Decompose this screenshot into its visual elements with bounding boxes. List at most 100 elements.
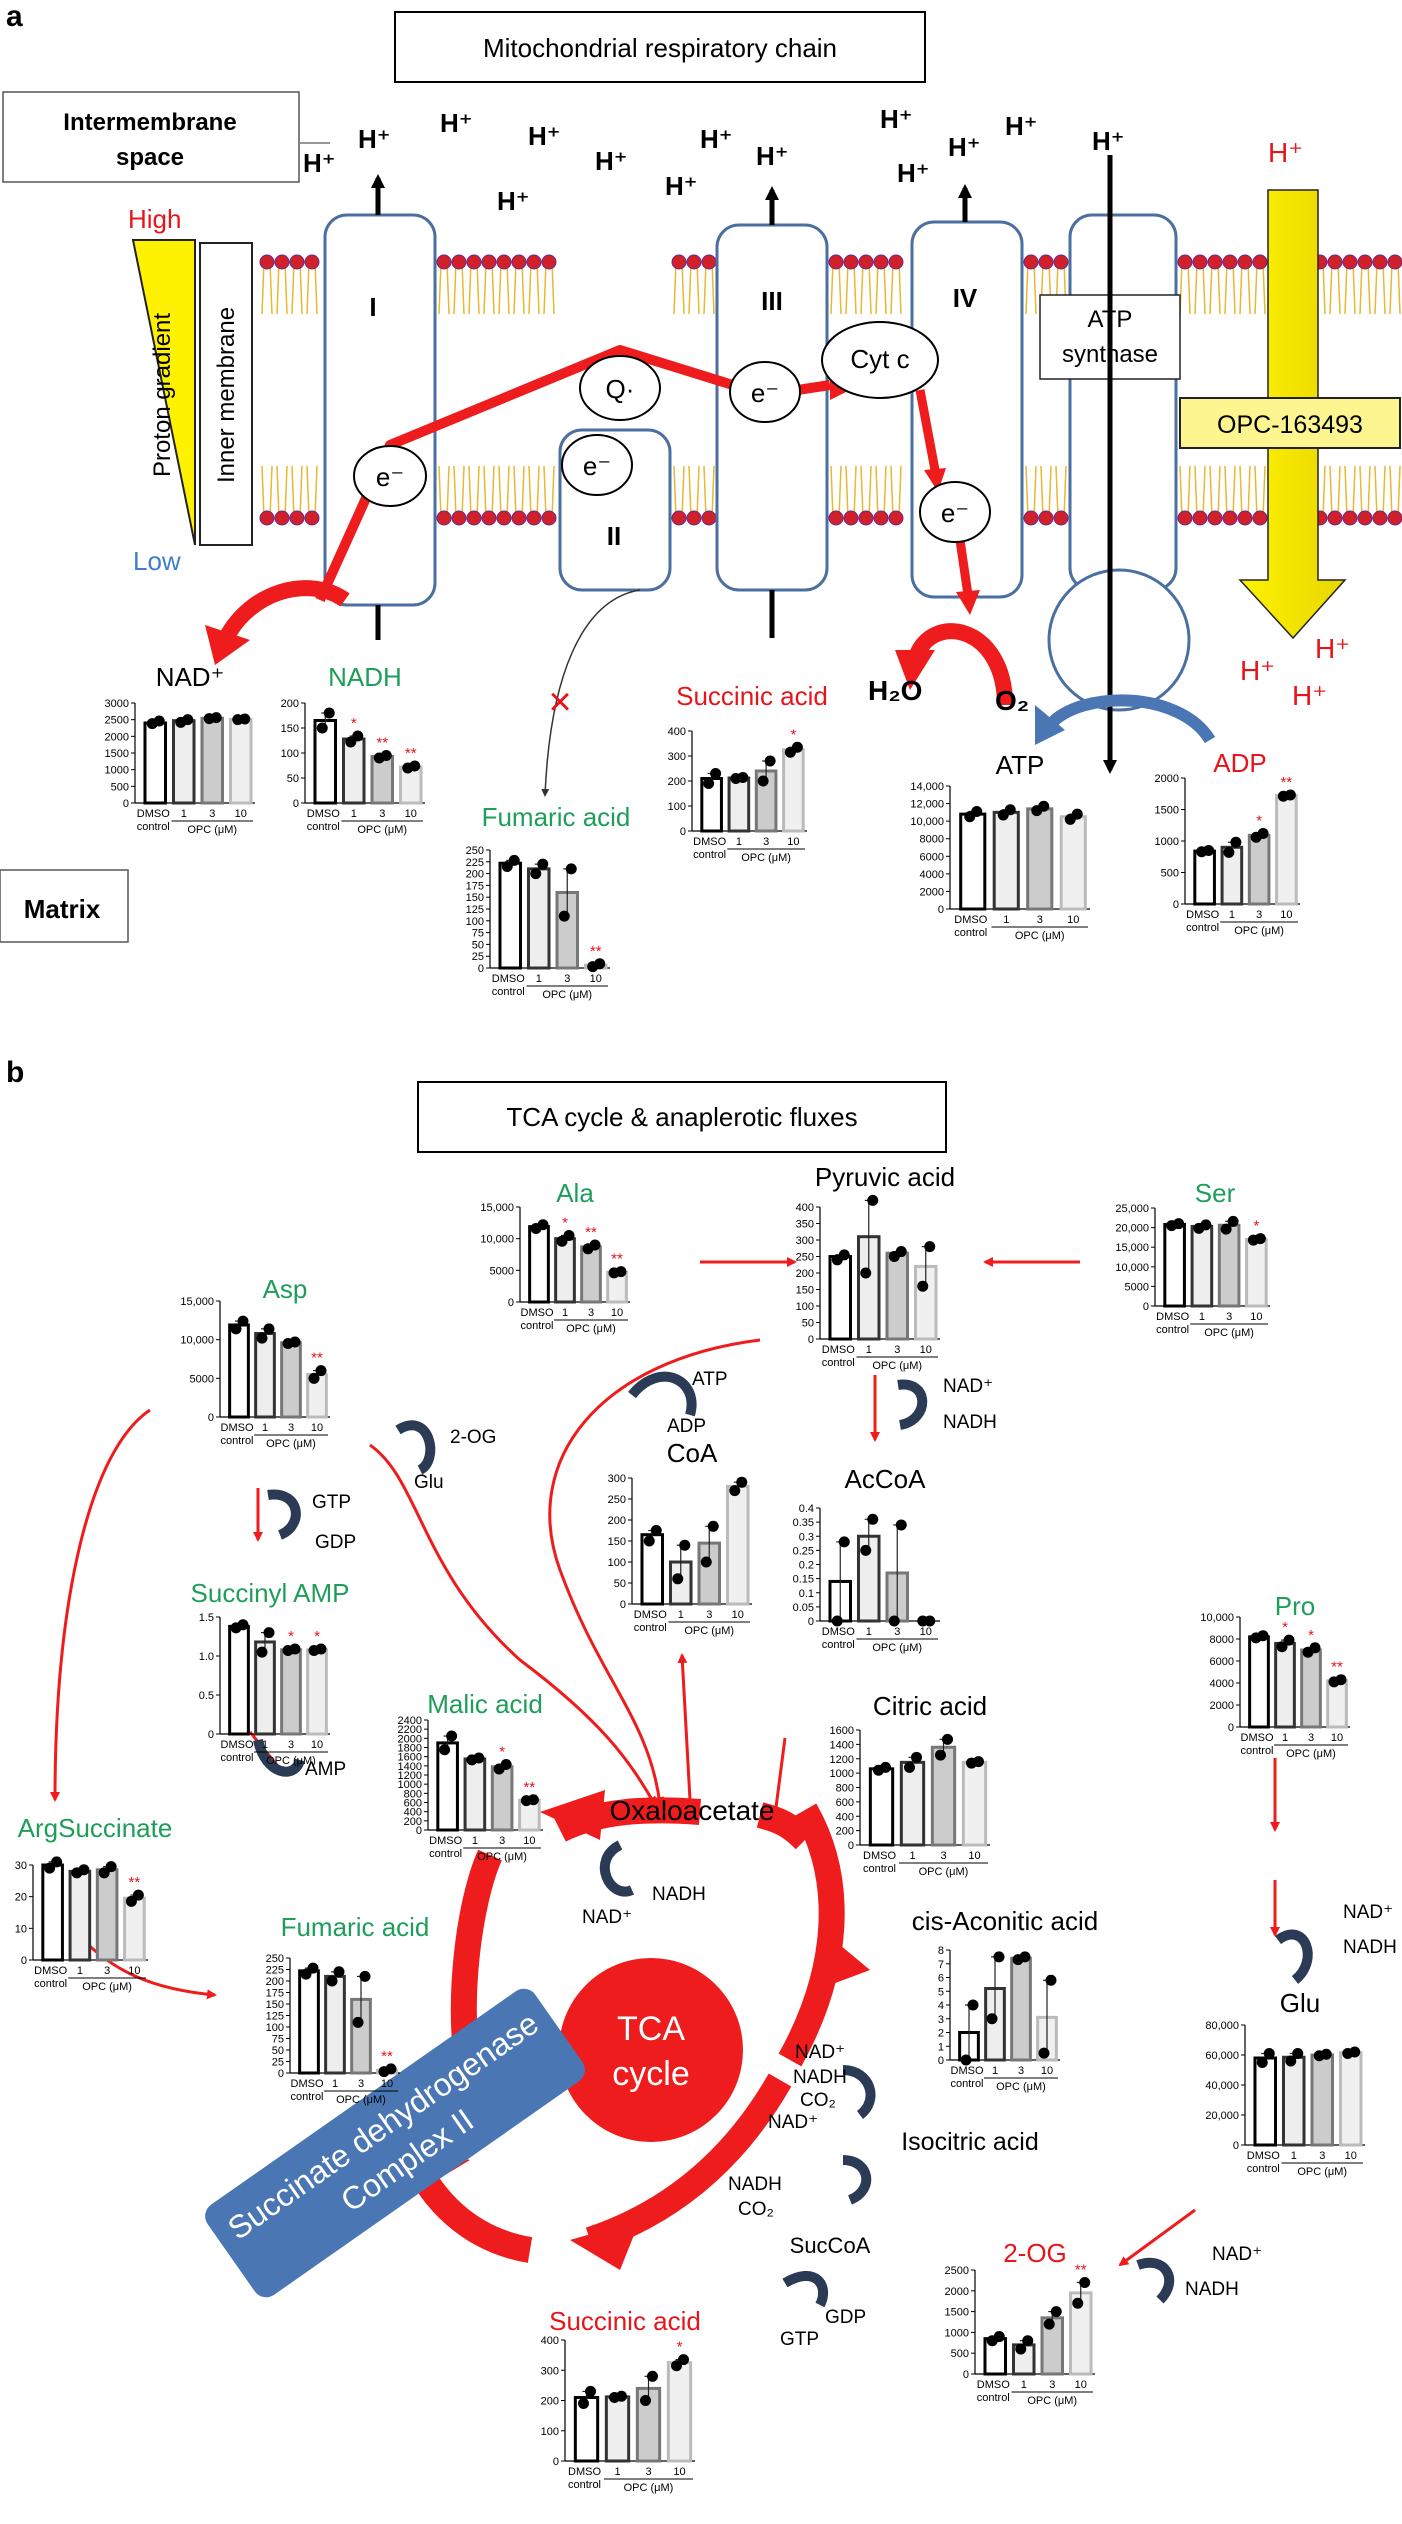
data-point (537, 1219, 549, 1231)
panel-letter-b: b (6, 1056, 24, 1089)
chart-title: Citric acid (873, 1691, 987, 1721)
x-label-dose: 10 (405, 808, 417, 820)
y-tick-label: 800 (836, 1783, 854, 1795)
x-label-dose: 10 (673, 2466, 685, 2478)
data-point (895, 1246, 907, 1258)
bar (1010, 1956, 1032, 2062)
y-tick-label: 225 (266, 1965, 284, 1977)
y-tick-label: 100 (668, 801, 686, 813)
y-tick-label: 50 (472, 939, 484, 951)
bar (959, 812, 987, 911)
significance-mark: ** (1281, 774, 1293, 791)
x-label-dose: 1 (351, 808, 357, 820)
data-point (911, 1751, 922, 1763)
x-label-dose: 3 (358, 2078, 364, 2090)
opc-box (1179, 397, 1401, 449)
y-tick-label: 0.4 (799, 1503, 814, 1515)
cofactor-adp: ADP (667, 1416, 706, 1437)
y-tick-label: 3 (938, 2014, 944, 2026)
y-tick-label: 0 (808, 1334, 814, 1346)
y-tick-label: 400 (404, 1807, 422, 1819)
x-label-control: control (137, 821, 170, 833)
data-point (132, 1889, 144, 1901)
data-point (530, 868, 542, 880)
data-point (924, 1615, 936, 1627)
data-point (838, 1536, 850, 1548)
cofactor-nadh: NADH (652, 1884, 706, 1905)
bar (280, 1341, 302, 1419)
bar (727, 776, 751, 833)
panel-b-title-box (417, 1081, 947, 1153)
data-point (323, 707, 335, 719)
y-tick-label: 350 (796, 1219, 814, 1231)
y-tick-label: 300 (541, 2365, 559, 2377)
y-tick-label: 1000 (105, 765, 129, 777)
y-tick-label: 0 (478, 963, 484, 975)
data-point (409, 760, 421, 772)
data-point (1285, 2055, 1297, 2067)
y-tick-label: 200 (668, 776, 686, 788)
significance-mark: * (677, 2339, 683, 2356)
data-point (986, 2013, 998, 2025)
bar (604, 2395, 631, 2463)
chart-adp_a: ADP0500100015002000DMSOcontrol1*3**10OPC… (1155, 748, 1300, 937)
bar (782, 748, 805, 833)
significance-mark: ** (1331, 1659, 1343, 1676)
bar (1253, 2056, 1278, 2147)
data-point (237, 1619, 249, 1631)
x-label-dose: 3 (763, 836, 769, 848)
y-tick-label: 100 (466, 916, 484, 928)
data-point (315, 1365, 327, 1377)
y-tick-label: 12,000 (910, 799, 944, 811)
panel-a: a Mitochondrial respiratory chain Interm… (0, 0, 1402, 943)
significance-mark: ** (405, 745, 417, 762)
y-tick-label: 225 (466, 857, 484, 869)
chart-title: 2-OG (1003, 2238, 1067, 2268)
x-label-dose: 1 (866, 1344, 872, 1356)
chart-title: NAD⁺ (156, 662, 225, 692)
cofactor-nad: NAD⁺ (582, 1907, 632, 1928)
cofactor-nad: NAD⁺ (768, 2112, 818, 2133)
tca-label-1: TCA (617, 2010, 685, 2048)
chart-title: ATP (996, 750, 1045, 780)
x-label-dose: 3 (894, 1626, 900, 1638)
y-tick-label: 15,000 (180, 1296, 214, 1308)
data-point (589, 1239, 601, 1251)
chart-pro_b: Pro0200040006000800010,000DMSOcontrol*1*… (1200, 1591, 1350, 1760)
bar (280, 1648, 302, 1736)
water-label: H₂O (868, 675, 922, 706)
data-point (1230, 836, 1242, 848)
data-point (650, 1525, 662, 1536)
y-tick-label: 800 (404, 1788, 422, 1800)
data-point (971, 805, 983, 817)
significance-mark: ** (129, 1874, 141, 1891)
x-label-dose: 3 (706, 1609, 712, 1621)
y-tick-label: 1 (938, 2041, 944, 2053)
ubiquinone-label: Q· (606, 374, 635, 404)
bar (463, 1757, 487, 1832)
x-label-dmso: DMSO (492, 973, 525, 985)
x-label-dose: 3 (1256, 909, 1262, 921)
y-tick-label: 2000 (105, 731, 129, 743)
x-label-dose: 3 (1018, 2065, 1024, 2077)
x-label-dose: 3 (564, 973, 570, 985)
chart-ser_b: Ser0500010,00015,00020,00025,000DMSOcont… (1115, 1178, 1270, 1339)
chart-title: Succinyl AMP (191, 1578, 350, 1608)
y-tick-label: 10,000 (910, 816, 944, 828)
x-label-dose: 3 (379, 808, 385, 820)
x-label-dmso: DMSO (822, 1344, 855, 1356)
y-tick-label: 600 (404, 1798, 422, 1810)
x-label-dose: 10 (1075, 2379, 1087, 2391)
bar (1247, 833, 1271, 906)
data-point (831, 1615, 843, 1627)
data-point (352, 2016, 364, 2028)
cofactor-gdp: GDP (315, 1532, 356, 1553)
x-label-control: control (634, 1622, 667, 1634)
x-label-control: control (693, 849, 726, 861)
bar (1338, 2051, 1363, 2147)
data-point (737, 772, 749, 783)
x-label-dose: 1 (472, 1835, 478, 1847)
x-label-opc: OPC (μM) (1015, 930, 1065, 942)
y-tick-label: 0 (848, 1840, 854, 1852)
x-label-opc: OPC (μM) (996, 2081, 1046, 2093)
